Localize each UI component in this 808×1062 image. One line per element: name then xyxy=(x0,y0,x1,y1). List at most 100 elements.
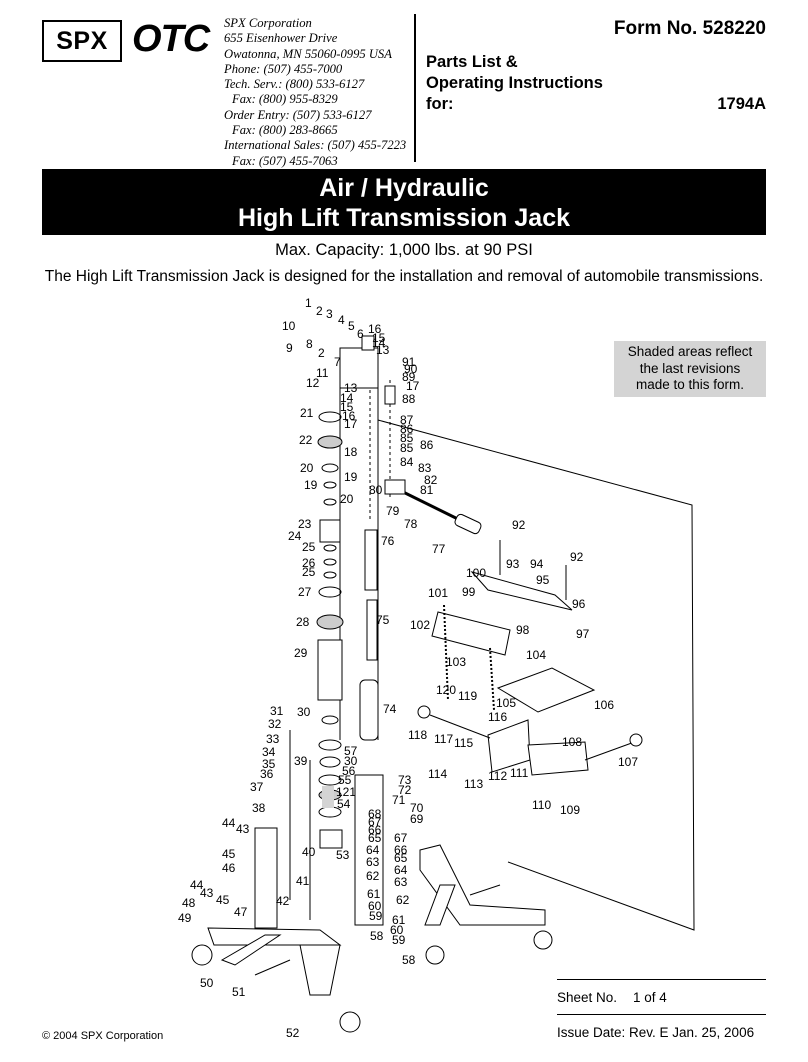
stand-column xyxy=(254,827,278,929)
callout-number: 44 xyxy=(190,878,204,892)
callout-number: 60 xyxy=(368,899,382,913)
callout-number: 97 xyxy=(576,627,590,641)
callout-number: 59 xyxy=(369,909,383,923)
callout-number: 13 xyxy=(376,343,390,357)
callout-number: 37 xyxy=(250,780,264,794)
base-leg xyxy=(299,944,341,996)
callout-number: 64 xyxy=(366,843,380,857)
callout-number: 5 xyxy=(348,319,355,333)
o-ring xyxy=(323,558,337,566)
callout-number: 2 xyxy=(316,304,323,318)
callout-number: 72 xyxy=(398,783,412,797)
callout-number: 29 xyxy=(294,646,308,660)
callout-number: 14 xyxy=(372,336,386,350)
callout-number: 75 xyxy=(376,613,390,627)
callout-number: 25 xyxy=(302,540,316,554)
callout-number: 51 xyxy=(232,985,246,999)
callout-number: 66 xyxy=(394,843,408,857)
inner-cylinder xyxy=(359,679,379,741)
o-ring xyxy=(323,498,337,506)
caster-wheel xyxy=(191,944,213,966)
callout-number: 79 xyxy=(386,504,400,518)
callout-number: 20 xyxy=(300,461,314,475)
company-line: Fax: (507) 455-7063 xyxy=(232,153,338,168)
caster-wheel xyxy=(425,945,445,965)
callout-number: 61 xyxy=(367,887,381,901)
company-line: Owatonna, MN 55060-0995 USA xyxy=(224,46,392,61)
callout-number: 86 xyxy=(420,438,434,452)
callout-number: 43 xyxy=(236,822,250,836)
callout-number: 121 xyxy=(336,785,356,799)
chain xyxy=(489,647,495,711)
callout-number: 27 xyxy=(298,585,312,599)
callout-number: 4 xyxy=(338,313,345,327)
seal-ring xyxy=(318,411,342,423)
callout-number: 1 xyxy=(305,296,312,310)
callout-number: 95 xyxy=(536,573,550,587)
callout-number: 53 xyxy=(336,848,350,862)
company-line: 655 Eisenhower Drive xyxy=(224,31,338,46)
callout-number: 17 xyxy=(344,417,358,431)
company-line: International Sales: (507) 455-7223 xyxy=(224,138,407,153)
otc-logo: OTC xyxy=(132,18,210,60)
callout-number: 56 xyxy=(342,764,356,778)
callout-number: 12 xyxy=(306,376,320,390)
adjuster-housing xyxy=(527,741,589,776)
callout-number: 89 xyxy=(402,370,416,384)
callout-number: 50 xyxy=(200,976,214,990)
callout-number: 112 xyxy=(488,769,507,783)
callout-number: 42 xyxy=(276,894,290,908)
bolt xyxy=(254,959,291,976)
copyright: © 2004 SPX Corporation xyxy=(42,1030,164,1042)
tilt-plate xyxy=(431,611,511,656)
callout-number: 74 xyxy=(383,702,397,716)
seal-ring xyxy=(318,739,342,751)
revision-note-line: Shaded areas reflect xyxy=(627,344,753,359)
o-ring xyxy=(321,715,339,725)
callout-number: 73 xyxy=(398,773,412,787)
callout-number: 106 xyxy=(594,698,614,712)
callout-number: 57 xyxy=(344,744,358,758)
callout-number: 108 xyxy=(562,735,582,749)
o-ring xyxy=(323,544,337,552)
callout-number: 81 xyxy=(420,483,434,497)
callout-number: 15 xyxy=(340,400,354,414)
callout-number: 76 xyxy=(381,534,395,548)
bolt xyxy=(469,884,501,896)
callout-number: 65 xyxy=(394,851,408,865)
callout-number: 30 xyxy=(344,754,358,768)
base-fitting xyxy=(319,829,343,849)
callout-number: 55 xyxy=(338,773,352,787)
callout-number: 67 xyxy=(368,815,382,829)
base-leg xyxy=(424,884,456,926)
callout-number: 54 xyxy=(337,797,351,811)
callout-number: 49 xyxy=(178,911,192,925)
explosion-outline xyxy=(377,419,695,931)
callout-number: 87 xyxy=(400,413,414,427)
callout-number: 18 xyxy=(344,445,358,459)
knob xyxy=(417,705,431,719)
callout-number: 14 xyxy=(340,391,354,405)
callout-number: 67 xyxy=(394,831,408,845)
handle-grip xyxy=(454,513,482,535)
cylinder-rod xyxy=(366,599,378,661)
company-address: SPX Corporation 655 Eisenhower Drive Owa… xyxy=(224,16,414,169)
callout-number: 59 xyxy=(392,933,406,947)
form-number: Form No. 528220 xyxy=(613,18,766,39)
platform-plate xyxy=(496,667,596,713)
callout-number: 114 xyxy=(428,767,447,781)
parts-line: for: xyxy=(426,95,454,113)
revision-note-line: made to this form. xyxy=(635,377,745,392)
callout-number: 2 xyxy=(318,346,325,360)
callout-number: 90 xyxy=(404,362,418,376)
callout-number: 93 xyxy=(506,557,520,571)
revision-note-line: the last revisions xyxy=(639,360,741,376)
callout-number: 64 xyxy=(394,863,408,877)
parts-line: Parts List & xyxy=(426,53,518,71)
company-line: Order Entry: (507) 533-6127 xyxy=(224,107,372,122)
callout-number: 32 xyxy=(268,717,282,731)
callout-number: 19 xyxy=(344,470,358,484)
callout-number: 20 xyxy=(340,492,354,506)
